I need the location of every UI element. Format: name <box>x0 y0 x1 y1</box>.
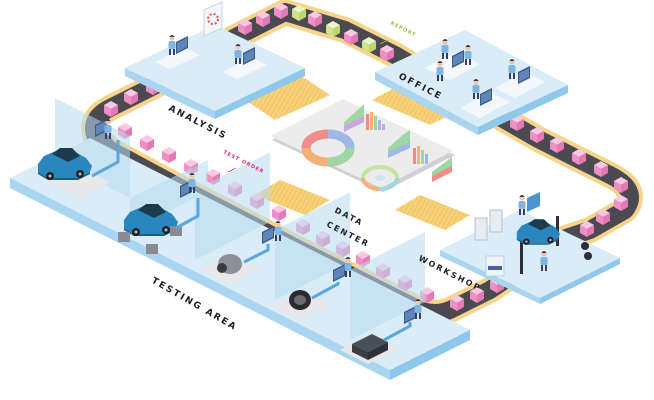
bar-chart-icon <box>366 112 385 130</box>
analysis-desk-1 <box>155 35 200 69</box>
office-platform <box>375 30 568 127</box>
office-desk-1 <box>425 39 480 81</box>
data-center-zone <box>270 99 455 192</box>
walkway-office <box>372 85 460 125</box>
box-pink <box>162 147 176 163</box>
testing-area-zone <box>10 98 470 380</box>
area-chart-icon <box>344 104 364 132</box>
diagnostic-station-icon <box>527 192 540 212</box>
area-chart-icon <box>432 156 452 182</box>
office-zone <box>375 30 568 135</box>
car-lift-icon <box>516 216 560 274</box>
test-bench-motor <box>200 221 282 284</box>
test-bench-dyno <box>118 173 200 254</box>
walkway-testing <box>255 180 330 215</box>
walkways <box>245 75 470 230</box>
office-desk-2 <box>495 59 545 98</box>
test-order-connector <box>227 167 237 173</box>
test-bench-vehicle <box>38 119 120 198</box>
parts-shelf-icon <box>485 255 505 277</box>
data-center-platform <box>270 99 453 188</box>
office-desk-3 <box>460 79 510 118</box>
analysis-whiteboard <box>203 1 223 37</box>
donut-chart-icon <box>301 129 355 167</box>
analysis-zone <box>125 1 305 119</box>
analysis-desk-2 <box>222 44 267 79</box>
ring-chart-icon <box>361 165 399 191</box>
test-bench-battery <box>340 299 422 364</box>
report-connector <box>379 39 389 45</box>
box-pink <box>272 205 286 221</box>
bar-chart-icon <box>413 146 428 164</box>
box-pink <box>140 135 154 151</box>
area-chart-icon <box>388 130 410 158</box>
label-report: REPORT <box>389 20 417 38</box>
tires-icon <box>581 242 592 260</box>
walkway-analysis <box>245 75 330 120</box>
workshop-zone <box>440 192 620 304</box>
test-bench-engine <box>270 257 352 320</box>
walkway-workshop <box>395 195 470 230</box>
server-rack-icon <box>474 209 503 241</box>
